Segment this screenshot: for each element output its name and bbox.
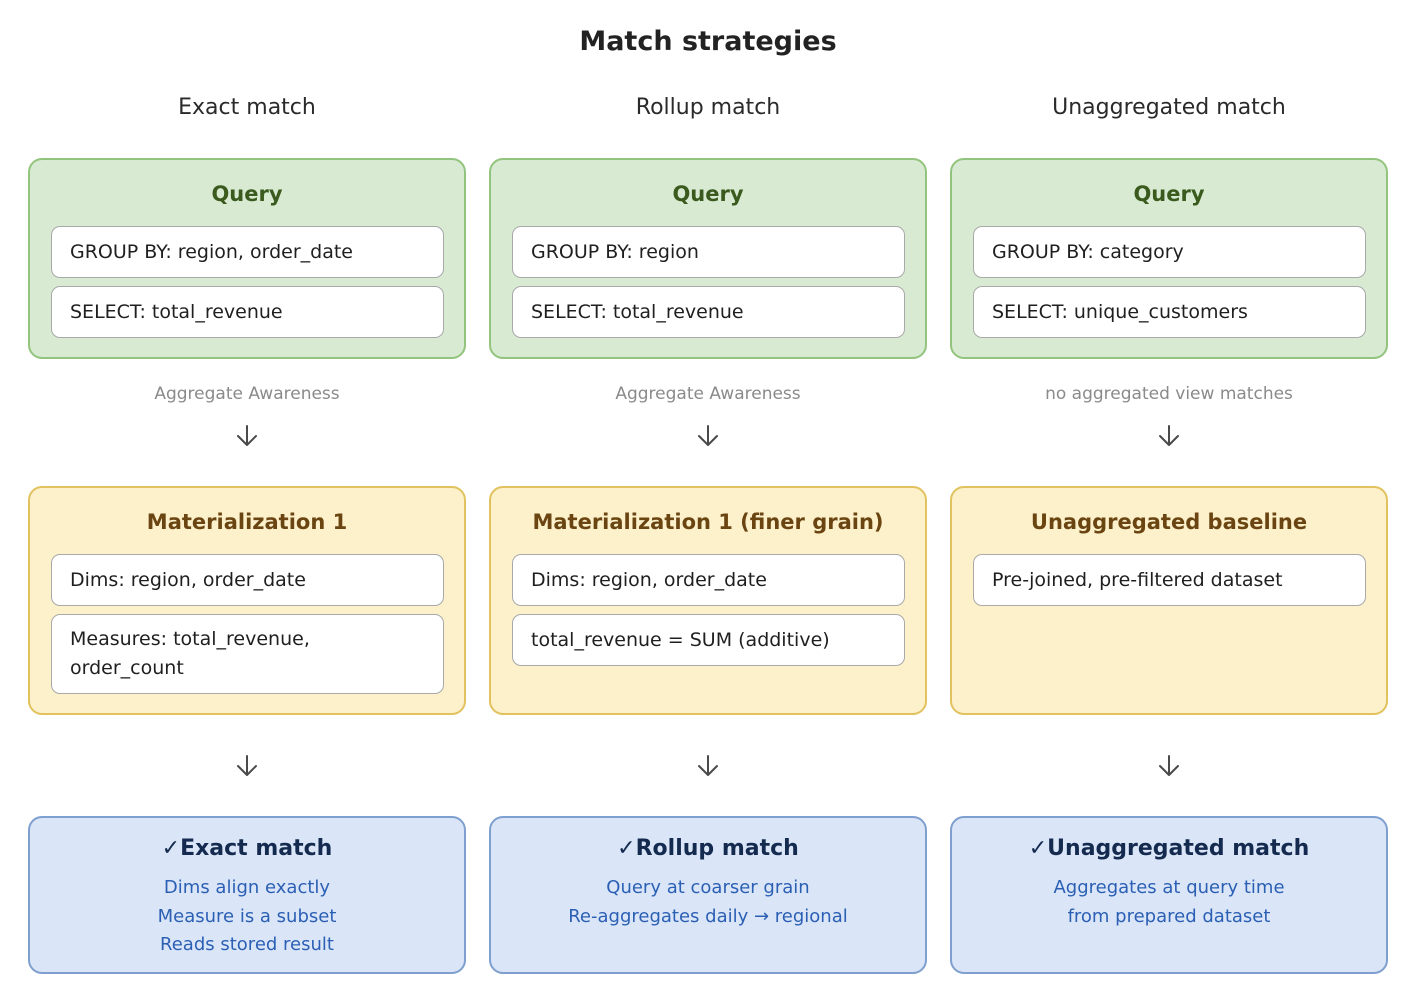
materialization-box-title: Materialization 1 (finer grain): [532, 510, 884, 534]
materialization-dims: Dims: region, order_date: [512, 554, 905, 606]
result-lines: Query at coarser grain Re-aggregates dai…: [491, 874, 925, 931]
materialization-box: Materialization 1 Dims: region, order_da…: [28, 486, 466, 715]
result-box: ✓Unaggregated match Aggregates at query …: [950, 816, 1388, 974]
result-lines: Dims align exactly Measure is a subset R…: [30, 874, 464, 960]
connector-label: no aggregated view matches: [1045, 384, 1293, 404]
arrow-down-icon: [698, 425, 718, 446]
result-box: ✓Rollup match Query at coarser grain Re-…: [489, 816, 927, 974]
result-line: Reads stored result: [160, 934, 334, 955]
page-title: Match strategies: [579, 26, 837, 57]
result-line: Re-aggregates daily → regional: [568, 905, 848, 927]
query-select: SELECT: unique_customers: [973, 286, 1366, 338]
result-title-text: Unaggregated match: [1047, 836, 1310, 861]
column-exact-match: Exact match Query GROUP BY: region, orde…: [28, 0, 466, 1002]
column-heading: Rollup match: [635, 95, 781, 120]
result-line: Dims align exactly: [163, 877, 331, 898]
column-heading: Unaggregated match: [1052, 95, 1286, 120]
materialization-dims: Dims: region, order_date: [51, 554, 444, 606]
connector-label: Aggregate Awareness: [154, 384, 340, 404]
arrow-down-icon: [698, 755, 718, 776]
query-select: SELECT: total_revenue: [512, 286, 905, 338]
query-box-title: Query: [211, 182, 283, 206]
column-unaggregated-match: Unaggregated match Query GROUP BY: categ…: [950, 0, 1388, 1002]
result-box: ✓Exact match Dims align exactly Measure …: [28, 816, 466, 974]
materialization-box: Materialization 1 (finer grain) Dims: re…: [489, 486, 927, 715]
check-icon: ✓: [617, 836, 636, 861]
query-box: Query GROUP BY: region SELECT: total_rev…: [489, 158, 927, 359]
arrow-down-icon: [1159, 425, 1179, 446]
result-line: Aggregates at query time: [1053, 877, 1285, 898]
query-box-title: Query: [672, 182, 744, 206]
result-title-text: Exact match: [180, 836, 333, 861]
query-box: Query GROUP BY: region, order_date SELEC…: [28, 158, 466, 359]
result-line: from prepared dataset: [1067, 905, 1271, 927]
result-title: ✓Unaggregated match: [952, 836, 1386, 861]
result-lines: Aggregates at query time from prepared d…: [952, 874, 1386, 931]
materialization-box-title: Materialization 1: [146, 510, 348, 534]
arrow-down-icon: [237, 425, 257, 446]
result-title-text: Rollup match: [635, 836, 799, 861]
arrow-down-icon: [237, 755, 257, 776]
baseline-box-title: Unaggregated baseline: [1030, 510, 1308, 534]
column-heading: Exact match: [178, 95, 316, 120]
materialization-measure-rule: total_revenue = SUM (additive): [512, 614, 905, 666]
query-group-by: GROUP BY: category: [973, 226, 1366, 278]
check-icon: ✓: [161, 836, 181, 861]
result-line: Query at coarser grain: [606, 877, 810, 898]
materialization-measures: Measures: total_revenue, order_count: [51, 614, 444, 694]
baseline-dataset: Pre-joined, pre-filtered dataset: [973, 554, 1366, 606]
query-box-title: Query: [1133, 182, 1205, 206]
check-icon: ✓: [1028, 836, 1048, 861]
query-group-by: GROUP BY: region: [512, 226, 905, 278]
column-rollup-match: Rollup match Query GROUP BY: region SELE…: [489, 0, 927, 1002]
baseline-box: Unaggregated baseline Pre-joined, pre-fi…: [950, 486, 1388, 715]
connector-label: Aggregate Awareness: [615, 384, 801, 404]
query-group-by: GROUP BY: region, order_date: [51, 226, 444, 278]
query-box: Query GROUP BY: category SELECT: unique_…: [950, 158, 1388, 359]
arrow-down-icon: [1159, 755, 1179, 776]
query-select: SELECT: total_revenue: [51, 286, 444, 338]
result-title: ✓Exact match: [30, 836, 464, 861]
result-title: ✓Rollup match: [491, 836, 925, 861]
result-line: Measure is a subset: [157, 905, 337, 927]
